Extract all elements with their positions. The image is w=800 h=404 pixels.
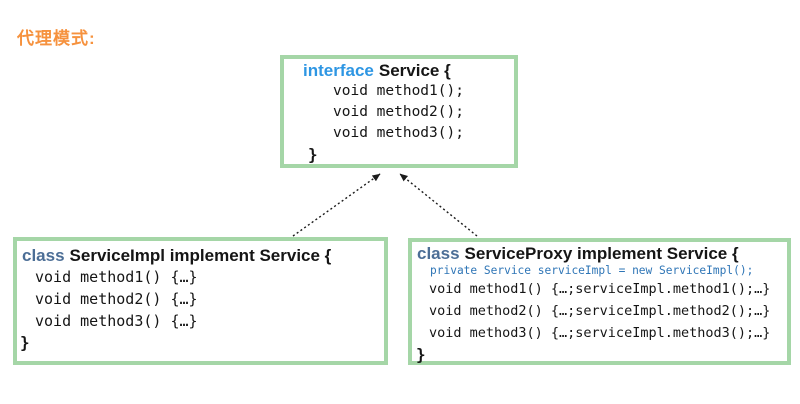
interface-method-line-2: void method2(); (333, 104, 464, 120)
proxy-box-title: ServiceProxy implement Service { (464, 244, 739, 263)
interface-keyword: interface (303, 61, 374, 80)
impl-method-line-2: void method2() {…} (35, 290, 198, 308)
proxy-method-line-2: void method2() {…;serviceImpl.method2();… (429, 303, 771, 319)
proxy-method-line-1: void method1() {…;serviceImpl.method1();… (429, 281, 771, 297)
proxy-field-declaration: private Service serviceImpl = new Servic… (430, 264, 754, 277)
proxy-class-keyword: class (417, 244, 460, 263)
impl-box-title: ServiceImpl implement Service { (69, 246, 332, 265)
impl-closing-brace: } (20, 333, 30, 352)
proxy-method-line-3: void method3() {…;serviceImpl.method3();… (429, 325, 771, 341)
proxy-closing-brace: } (416, 345, 426, 364)
interface-method-line-1: void method1(); (333, 83, 464, 99)
impl-class-keyword: class (22, 246, 65, 265)
interface-method-line-3: void method3(); (333, 125, 464, 141)
proxy-to-interface-arrow (399, 173, 478, 237)
impl-method-line-3: void method3() {…} (35, 312, 198, 330)
impl-method-line-1: void method1() {…} (35, 268, 198, 286)
interface-box-title: Service { (378, 61, 451, 80)
impl-to-interface-arrow (292, 173, 381, 237)
interface-closing-brace: } (308, 145, 318, 164)
page-title: 代理模式: (17, 29, 96, 48)
